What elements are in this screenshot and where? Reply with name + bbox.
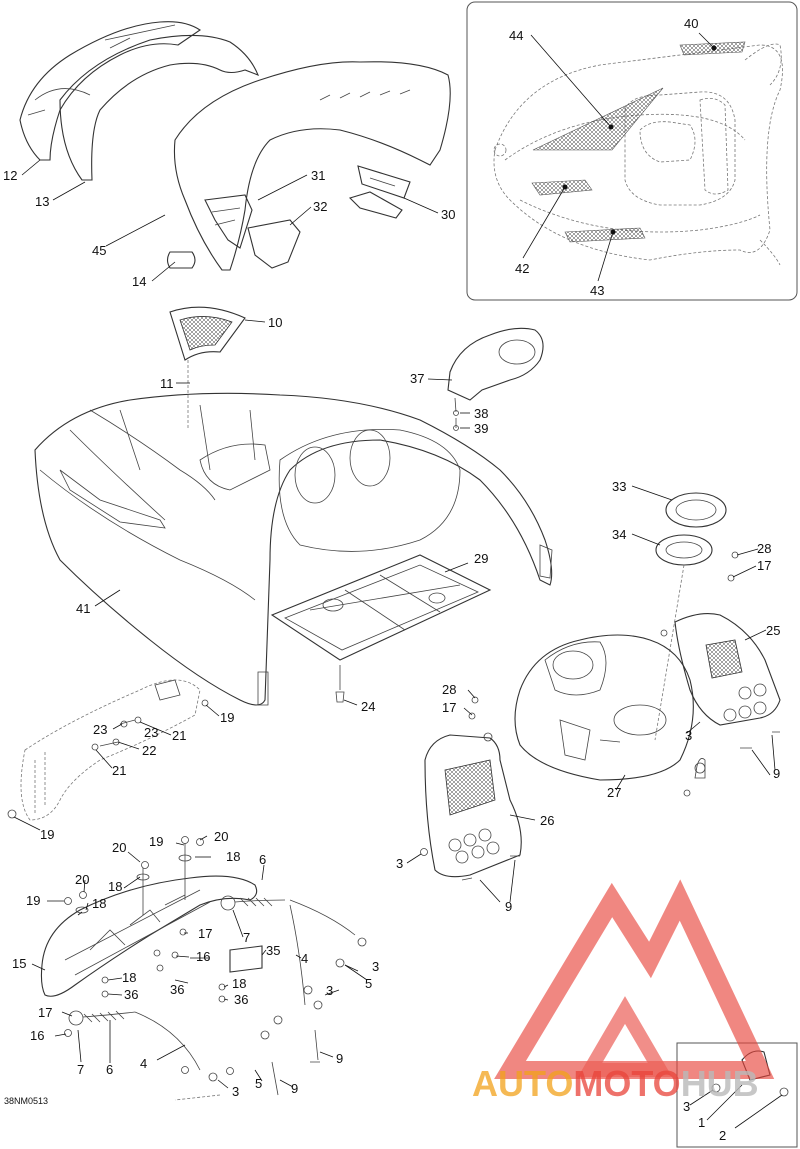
callout-14: 14 — [132, 274, 146, 289]
callout-13: 13 — [35, 194, 49, 209]
callout-19a: 19 — [220, 710, 234, 725]
callout-43: 43 — [590, 283, 604, 298]
callout-20b: 20 — [112, 840, 126, 855]
callout-20c: 20 — [75, 872, 89, 887]
callout-4a: 4 — [301, 951, 308, 966]
callout-36a: 36 — [170, 982, 184, 997]
callout-3f: 3 — [683, 1099, 690, 1114]
callout-17c: 17 — [198, 926, 212, 941]
callout-7a: 7 — [243, 930, 250, 945]
callout-16b: 16 — [30, 1028, 44, 1043]
watermark-text: AUTOMOTOHUB — [472, 1063, 759, 1104]
callout-11: 11 — [160, 376, 174, 391]
watermark-text-hub: HUB — [681, 1063, 759, 1104]
callout-31: 31 — [311, 168, 325, 183]
callout-28b: 28 — [442, 682, 456, 697]
callout-38: 38 — [474, 406, 488, 421]
callout-42: 42 — [515, 261, 529, 276]
callout-37: 37 — [410, 371, 424, 386]
callout-40: 40 — [684, 16, 698, 31]
callout-26: 26 — [540, 813, 554, 828]
callout-34: 34 — [612, 527, 626, 542]
callout-36b: 36 — [124, 987, 138, 1002]
callout-3e: 3 — [232, 1084, 239, 1099]
callout-6b: 6 — [106, 1062, 113, 1077]
callout-18a: 18 — [226, 849, 240, 864]
callout-23b: 23 — [144, 725, 158, 740]
callout-36c: 36 — [234, 992, 248, 1007]
callout-27: 27 — [607, 785, 621, 800]
callout-4b: 4 — [140, 1056, 147, 1071]
callout-19b: 19 — [40, 827, 54, 842]
callout-35: 35 — [266, 943, 280, 958]
callout-29: 29 — [474, 551, 488, 566]
watermark-triangle — [494, 879, 775, 1079]
callout-12: 12 — [3, 168, 17, 183]
callout-39: 39 — [474, 421, 488, 436]
callout-9d: 9 — [291, 1081, 298, 1096]
callout-18c: 18 — [92, 896, 106, 911]
callout-17d: 17 — [38, 1005, 52, 1020]
detail-inset — [466, 1, 798, 301]
callout-3a: 3 — [685, 728, 692, 743]
callout-17b: 17 — [442, 700, 456, 715]
front-bumper — [7, 679, 220, 831]
callout-21b: 21 — [112, 763, 126, 778]
callout-3c: 3 — [372, 959, 379, 974]
callout-19c: 19 — [149, 834, 163, 849]
callout-1: 1 — [698, 1115, 705, 1130]
callout-18b: 18 — [108, 879, 122, 894]
callout-labels: 12 13 45 14 31 32 30 44 40 42 43 10 11 3… — [3, 16, 780, 1143]
callout-45: 45 — [92, 243, 106, 258]
callout-21a: 21 — [172, 728, 186, 743]
callout-41: 41 — [76, 601, 90, 616]
callout-9c: 9 — [336, 1051, 343, 1066]
callout-9b: 9 — [505, 899, 512, 914]
callout-25: 25 — [766, 623, 780, 638]
callout-16a: 16 — [196, 949, 210, 964]
callout-30: 30 — [441, 207, 455, 222]
callout-18d: 18 — [122, 970, 136, 985]
watermark-text-moto: MOTO — [573, 1063, 680, 1104]
callout-32: 32 — [313, 199, 327, 214]
callout-3b: 3 — [396, 856, 403, 871]
callout-19d: 19 — [26, 893, 40, 908]
callout-9a: 9 — [773, 766, 780, 781]
callout-17a: 17 — [757, 558, 771, 573]
callout-5b: 5 — [255, 1076, 262, 1091]
callout-28a: 28 — [757, 541, 771, 556]
callout-10: 10 — [268, 315, 282, 330]
callout-15: 15 — [12, 956, 26, 971]
console-assembly — [406, 485, 781, 903]
callout-6a: 6 — [259, 852, 266, 867]
callout-23a: 23 — [93, 722, 107, 737]
callout-24: 24 — [361, 699, 375, 714]
callout-18e: 18 — [232, 976, 246, 991]
callout-33: 33 — [612, 479, 626, 494]
callout-7b: 7 — [77, 1062, 84, 1077]
side-panels — [19, 21, 451, 282]
drawing-code: 38NM0513 — [4, 1096, 48, 1106]
callout-20a: 20 — [214, 829, 228, 844]
watermark-logo — [494, 879, 775, 1079]
bracket-assembly — [31, 835, 368, 1101]
callout-44: 44 — [509, 28, 523, 43]
callout-2: 2 — [719, 1128, 726, 1143]
watermark-text-auto: AUTO — [472, 1063, 573, 1104]
callout-5a: 5 — [365, 976, 372, 991]
callout-3d: 3 — [326, 983, 333, 998]
callout-22: 22 — [142, 743, 156, 758]
main-cover — [34, 306, 553, 706]
